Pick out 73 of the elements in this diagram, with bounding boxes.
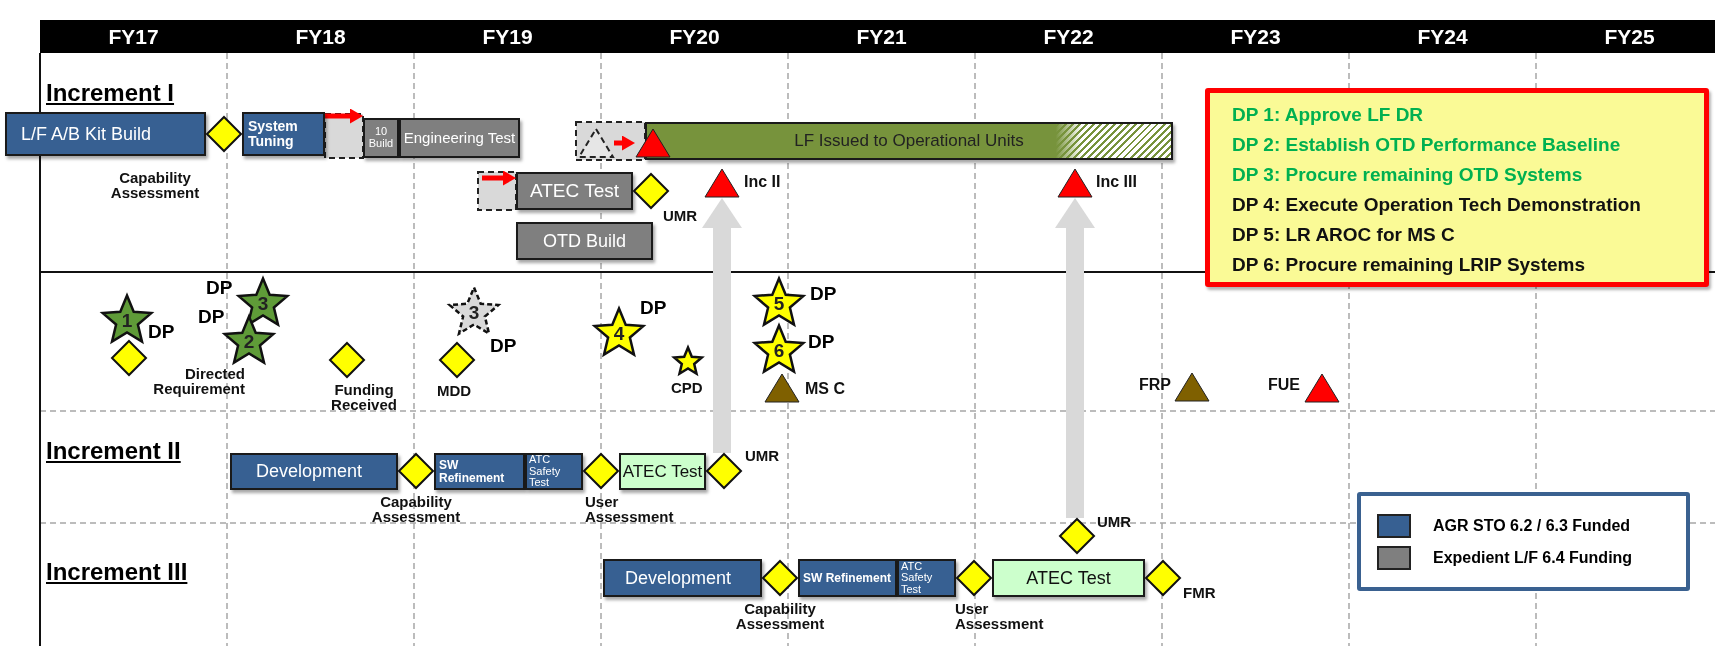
dp-label: DP bbox=[640, 298, 667, 318]
task-bar: ATEC Test bbox=[619, 453, 706, 490]
dp-label: DP bbox=[808, 332, 835, 352]
milestone-label: Funding Received bbox=[330, 382, 398, 412]
star-number: 2 bbox=[242, 332, 256, 352]
dp-label: DP bbox=[206, 278, 233, 298]
milestone-label: UMR bbox=[663, 208, 698, 223]
dp-label: DP bbox=[198, 307, 225, 327]
note-line: DP 4: Execute Operation Tech Demonstration bbox=[1232, 193, 1642, 217]
star-number: 6 bbox=[772, 341, 786, 361]
milestone-label: Capability Assessment bbox=[109, 170, 201, 200]
legend-label: Expedient L/F 6.4 Funding bbox=[1433, 549, 1633, 567]
dp-label: DP bbox=[490, 336, 517, 356]
milestone-label: MDD bbox=[437, 383, 472, 398]
milestone-label: UMR bbox=[745, 448, 780, 463]
milestone-label: FUE bbox=[1268, 377, 1300, 393]
star-number: 4 bbox=[612, 324, 626, 344]
year-label: FY19 bbox=[481, 24, 534, 49]
dp-label: DP bbox=[810, 284, 837, 304]
block-arrow bbox=[1055, 198, 1095, 518]
note-box bbox=[1205, 88, 1709, 287]
milestone-label: Capability Assessment bbox=[370, 494, 462, 524]
task-bar: SW Refinement bbox=[434, 453, 525, 490]
task-bar: Engineering Test bbox=[399, 118, 520, 158]
milestone-label: UMR bbox=[1097, 514, 1132, 529]
task-bar: OTD Build bbox=[516, 222, 653, 260]
milestone-label: FRP bbox=[1139, 377, 1171, 393]
note-line: DP 3: Procure remaining OTD Systems bbox=[1232, 163, 1584, 187]
block-arrow bbox=[702, 198, 742, 453]
star-number: 5 bbox=[772, 294, 786, 314]
year-label: FY17 bbox=[107, 24, 160, 49]
block-arrow bbox=[325, 108, 363, 124]
milestone-label: CPD bbox=[671, 380, 703, 395]
task-bar: ATC Safety Test bbox=[897, 559, 956, 597]
star-number: 1 bbox=[120, 311, 134, 331]
task-bar: ATC Safety Test bbox=[525, 453, 583, 490]
section-heading: Increment II bbox=[46, 437, 181, 465]
milestone-label: User Assessment bbox=[955, 601, 1045, 631]
section-heading: Increment I bbox=[46, 79, 175, 107]
star-number: 3 bbox=[467, 303, 481, 323]
task-bar: Development bbox=[603, 559, 762, 597]
block-arrow bbox=[482, 170, 516, 186]
task-bar: System Tuning bbox=[242, 112, 325, 156]
year-label: FY21 bbox=[855, 24, 908, 49]
task-bar: L/F A/B Kit Build bbox=[5, 112, 206, 156]
year-label: FY22 bbox=[1042, 24, 1095, 49]
milestone-label: Inc III bbox=[1096, 174, 1137, 190]
task-bar: 10 Build bbox=[363, 118, 399, 158]
section-heading: Increment III bbox=[46, 558, 188, 586]
year-label: FY20 bbox=[668, 24, 721, 49]
task-bar: SW Refinement bbox=[798, 559, 897, 597]
block-arrow bbox=[614, 135, 635, 151]
dp-label: DP bbox=[148, 322, 175, 342]
task-bar: ATEC Test bbox=[516, 172, 633, 210]
note-line: DP 2: Establish OTD Performance Baseline bbox=[1232, 133, 1622, 157]
task-bar: Development bbox=[230, 453, 398, 490]
note-line: DP 6: Procure remaining LRIP Systems bbox=[1232, 253, 1587, 277]
milestone-label: FMR bbox=[1183, 585, 1216, 600]
note-line: DP 1: Approve LF DR bbox=[1232, 103, 1425, 127]
year-label: FY18 bbox=[294, 24, 347, 49]
milestone-label: User Assessment bbox=[585, 494, 675, 524]
milestone-label: Capability Assessment bbox=[734, 601, 826, 631]
task-bar: ATEC Test bbox=[992, 559, 1145, 597]
legend-label: AGR STO 6.2 / 6.3 Funded bbox=[1433, 517, 1631, 535]
milestone-label: Inc II bbox=[744, 174, 781, 190]
note-line: DP 5: LR AROC for MS C bbox=[1232, 223, 1456, 247]
year-label: FY25 bbox=[1603, 24, 1656, 49]
year-label: FY23 bbox=[1229, 24, 1282, 49]
milestone-label: Directed Requirement bbox=[152, 366, 245, 396]
task-bar: LF Issued to Operational Units bbox=[645, 122, 1173, 160]
star-number: 3 bbox=[256, 294, 270, 314]
year-label: FY24 bbox=[1416, 24, 1469, 49]
milestone-label: MS C bbox=[805, 381, 845, 397]
